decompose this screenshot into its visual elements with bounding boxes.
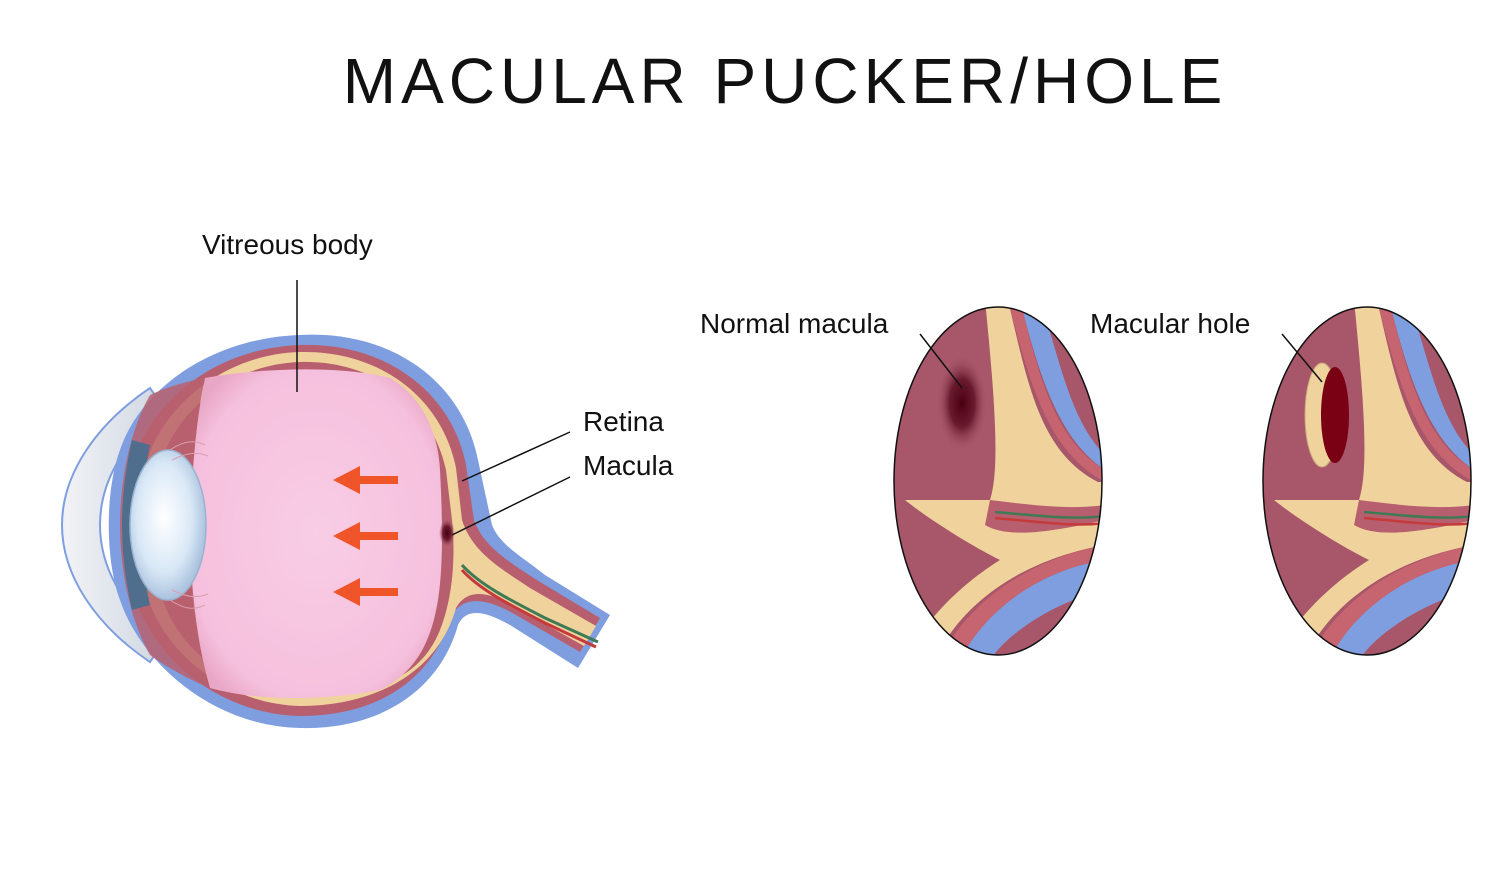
macula-leader-line: [451, 476, 571, 536]
label-vitreous-body: Vitreous body: [202, 229, 373, 260]
arrow-left-icon: [333, 578, 398, 606]
macula-spot: [439, 519, 455, 547]
arrow-left-icon: [333, 522, 398, 550]
normal-macula-spot: [937, 355, 987, 451]
normal-macula-leader-line: [919, 333, 963, 389]
macular-hole-inset: [1262, 306, 1472, 656]
label-macula: Macula: [583, 450, 674, 481]
lens: [129, 449, 207, 601]
label-normal-macula: Normal macula: [700, 308, 889, 339]
macular-hole-leader-line: [1281, 333, 1323, 383]
traction-arrows: [333, 466, 398, 606]
vitreous-body: [189, 369, 442, 698]
label-retina: Retina: [583, 406, 664, 437]
page-title: MACULAR PUCKER/HOLE: [342, 45, 1228, 117]
normal-macula-inset: [893, 306, 1103, 656]
arrow-left-icon: [333, 466, 398, 494]
cornea: [60, 386, 167, 664]
retina-leader-line: [461, 431, 571, 482]
optic-nerve-vessel: [460, 563, 599, 644]
macular-hole-opening: [1321, 367, 1349, 463]
zonule-fibers: [169, 441, 209, 609]
eyeball-cross-section: [60, 334, 610, 729]
label-macular-hole: Macular hole: [1090, 308, 1250, 339]
